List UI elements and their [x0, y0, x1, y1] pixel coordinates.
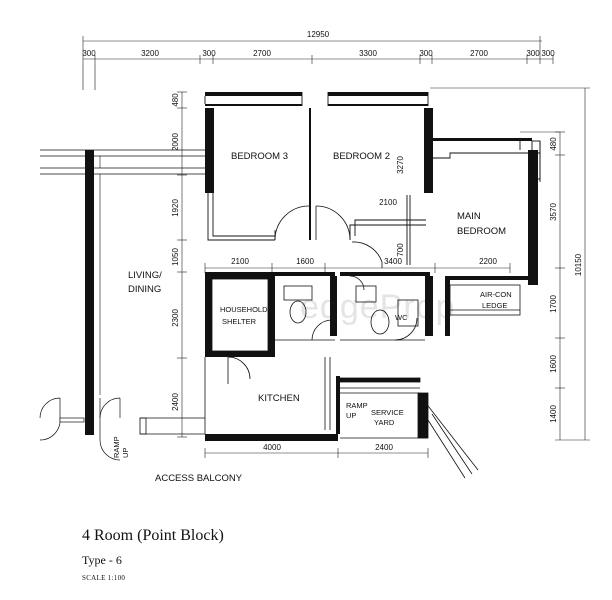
- bedroom-doors: [274, 205, 383, 268]
- dim-top-6: 300: [419, 49, 433, 58]
- service-yard: [139, 377, 479, 479]
- dim-right-2: 3570: [549, 203, 558, 221]
- dim-bedroom2-width: 2100: [379, 198, 397, 207]
- label-service-yard-2: YARD: [374, 418, 395, 427]
- label-aircon-ledge-1: AIR-CON: [480, 290, 512, 299]
- dim-mid-1: 2100: [231, 257, 249, 266]
- mid-dimension-line: [204, 263, 511, 273]
- right-dimension-lines: [430, 87, 590, 441]
- dim-right-3: 1700: [549, 295, 558, 313]
- dim-mid-4: 2200: [479, 257, 497, 266]
- dim-left-1: 480: [171, 93, 180, 107]
- plan-title: 4 Room (Point Block): [82, 527, 224, 544]
- label-service-yard-1: SERVICE: [371, 408, 404, 417]
- dim-left-4: 1050: [171, 248, 180, 266]
- dim-top-4: 2700: [253, 49, 271, 58]
- dim-top-8: 300: [526, 49, 540, 58]
- label-ramp-up-2: UP: [346, 411, 356, 420]
- dim-right-4: 1600: [549, 355, 558, 373]
- label-wc: WC: [395, 313, 408, 322]
- dim-inner-700: 700: [396, 243, 405, 257]
- label-main-bedroom-1: MAIN: [457, 211, 481, 222]
- top-dimension-lines: [82, 36, 554, 64]
- label-access-balcony: ACCESS BALCONY: [155, 473, 243, 484]
- left-entry-doors: [39, 397, 121, 461]
- dim-right-total: 10150: [574, 253, 583, 276]
- label-aircon-ledge-2: LEDGE: [482, 301, 507, 310]
- label-living-2: DINING: [128, 284, 161, 295]
- label-living-1: LIVING/: [128, 270, 162, 281]
- living-facade: [40, 64, 205, 435]
- label-ramp-up-left-2: UP: [121, 448, 130, 458]
- dim-right-5: 1400: [549, 405, 558, 423]
- dim-top-5: 3300: [359, 49, 377, 58]
- dim-left-6: 2400: [171, 393, 180, 411]
- label-household-shelter-2: SHELTER: [222, 317, 257, 326]
- label-main-bedroom-2: BEDROOM: [457, 226, 506, 237]
- dim-mid-2: 1600: [296, 257, 314, 266]
- dim-left-2: 2000: [171, 133, 180, 151]
- dim-left-5: 2300: [171, 309, 180, 327]
- dim-left-3: 1920: [171, 199, 180, 217]
- bottom-dimension-line: [204, 448, 429, 458]
- label-bedroom-2: BEDROOM 2: [333, 151, 390, 162]
- label-household-shelter-1: HOUSEHOLD: [220, 305, 268, 314]
- dim-top-2: 3200: [141, 49, 159, 58]
- service-core-thin: [211, 275, 521, 352]
- dim-top-7: 2700: [470, 49, 488, 58]
- kitchen-thin: [204, 356, 331, 434]
- plan-caption: 4 Room (Point Block) Type - 6 SCALE 1:10…: [82, 527, 224, 582]
- label-bedroom-3: BEDROOM 3: [231, 151, 288, 162]
- plan-type: Type - 6: [82, 553, 122, 567]
- service-core-walls: [205, 272, 530, 357]
- label-kitchen: KITCHEN: [258, 393, 300, 404]
- dim-right-1: 480: [549, 137, 558, 151]
- bedroom-thin-walls: [204, 92, 541, 265]
- label-ramp-up-left-1: RAMP: [112, 436, 121, 458]
- dim-bottom-1: 4000: [263, 443, 281, 452]
- label-ramp-up-1: RAMP: [346, 401, 368, 410]
- dim-bedroom2-height: 3270: [396, 156, 405, 174]
- dim-top-9: 300: [541, 49, 555, 58]
- left-dimension-lines: [177, 91, 187, 438]
- dim-top-total: 12950: [307, 30, 330, 39]
- dim-top-1: 300: [82, 49, 96, 58]
- kitchen-walls: [205, 376, 340, 441]
- dim-top-3: 300: [202, 49, 216, 58]
- dim-bottom-2: 2400: [375, 443, 393, 452]
- bedroom-walls: [205, 92, 538, 285]
- dim-mid-3: 3400: [384, 257, 402, 266]
- plan-scale: SCALE 1:100: [82, 574, 126, 582]
